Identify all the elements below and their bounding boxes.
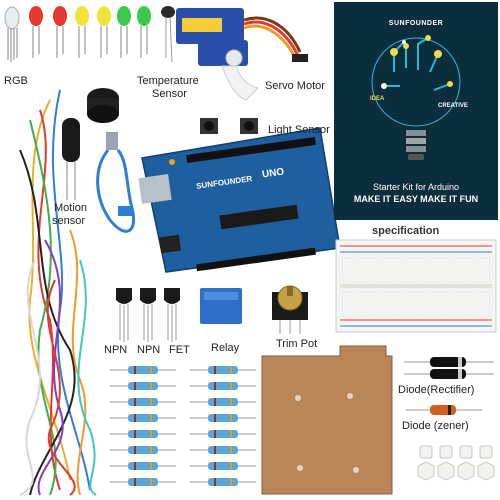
arduino-board xyxy=(138,127,341,273)
usb-cable xyxy=(96,132,135,233)
label-diode-rectifier: Diode(Rectifier) xyxy=(398,384,475,396)
breadboard xyxy=(335,239,497,333)
relay xyxy=(200,288,242,324)
rectifier-diode xyxy=(404,369,494,379)
green-led xyxy=(117,6,131,58)
led-group xyxy=(4,6,151,62)
temperature-sensor xyxy=(161,6,175,63)
label-rgb: RGB xyxy=(4,75,28,87)
label-servo-motor: Servo Motor xyxy=(265,80,325,92)
yellow-led xyxy=(97,6,111,58)
buzzer xyxy=(87,88,119,123)
label-npn-2: NPN xyxy=(137,344,161,356)
lightbulb-icon xyxy=(371,35,461,160)
label-motion-sensor: Motion xyxy=(54,202,88,214)
transistors xyxy=(116,288,180,342)
label-light-sensor: Light Sensor xyxy=(268,124,330,136)
label-relay: Relay xyxy=(211,342,240,354)
trim-pot xyxy=(272,285,308,334)
cover-slogan: MAKE IT EASY MAKE IT FUN xyxy=(353,194,479,204)
resistors xyxy=(110,366,256,486)
rectifier-diode xyxy=(404,357,494,367)
yellow-led xyxy=(75,6,89,58)
motion-sensor xyxy=(62,118,80,200)
product-box-cover: SUNFOUNDER IDEA CREATIVE Starter Kit for… xyxy=(334,2,498,220)
red-led xyxy=(53,6,67,58)
cover-word-creative: CREATIVE xyxy=(438,103,468,109)
push-buttons xyxy=(200,118,258,134)
label-temperature-sensor-2: Sensor xyxy=(152,88,187,100)
cover-brand: SUNFOUNDER xyxy=(388,20,444,27)
label-fet: FET xyxy=(169,344,190,356)
cover-word-idea: IDEA xyxy=(370,96,385,102)
jumper-wires xyxy=(19,89,97,496)
rgb-led xyxy=(4,6,20,62)
label-specification: specification xyxy=(372,225,440,237)
red-led xyxy=(29,6,43,58)
acrylic-plate xyxy=(261,345,393,495)
label-trim-pot: Trim Pot xyxy=(276,338,318,350)
servo-motor xyxy=(176,8,308,101)
label-diode-zener: Diode (zener) xyxy=(402,420,469,432)
green-led xyxy=(137,6,151,58)
zener-diode xyxy=(406,405,482,415)
label-npn-1: NPN xyxy=(104,344,128,356)
label-motion-sensor-2: sensor xyxy=(52,215,86,227)
standoffs xyxy=(417,445,495,481)
cover-subtitle: Starter Kit for Arduino xyxy=(372,182,460,192)
label-temperature-sensor: Temperature xyxy=(137,75,199,87)
